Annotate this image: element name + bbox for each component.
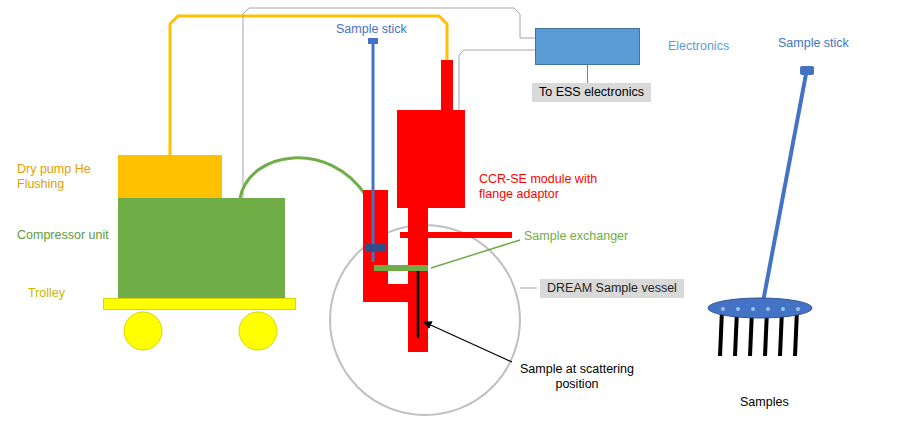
compressor-box: Compressor unit: [118, 198, 285, 298]
carrier-hole: [721, 307, 725, 311]
sample-rod: [720, 310, 722, 356]
dry-pump-box: Dry pump He Flushing: [118, 155, 222, 198]
node-label: Electronics: [668, 39, 758, 54]
carrier-hole: [751, 307, 755, 311]
node-label: To ESS electronics: [539, 85, 644, 100]
sample-rod: [795, 310, 797, 356]
helium-hose: [240, 158, 366, 198]
callout-box: DREAM Sample vessel: [540, 279, 684, 298]
trolley-bar: Trolley: [103, 298, 296, 310]
ccr-module: CCR-SE module with flange adaptor: [397, 110, 465, 208]
leader-line: [520, 287, 537, 289]
stick-cap: [800, 66, 814, 75]
carrier-hole: [796, 307, 800, 311]
sample-exchanger: [374, 265, 428, 271]
node-label: Dry pump He Flushing: [17, 162, 113, 192]
part-label: Sample stick: [336, 22, 407, 37]
part-label: Sample exchanger: [524, 229, 628, 244]
carrier-hole: [766, 307, 770, 311]
signal-cable: [587, 65, 588, 83]
carrier-hole: [781, 307, 785, 311]
signal-cable: [459, 50, 535, 110]
callout-box: To ESS electronics: [532, 83, 651, 102]
stick-cap: [368, 38, 378, 44]
node-label: Trolley: [28, 286, 98, 301]
flange-adaptor: [400, 232, 512, 238]
node-label: CCR-SE module with flange adaptor: [479, 172, 604, 202]
ccr-head: [441, 60, 453, 112]
part-label: Sample stick: [778, 36, 849, 51]
sample-stick: [763, 74, 806, 302]
leader-line: [431, 240, 520, 268]
leader-line: [424, 322, 512, 362]
stick-holder: [366, 244, 386, 252]
trolley-wheel: [124, 312, 162, 350]
carrier-hole: [736, 307, 740, 311]
node-label: DREAM Sample vessel: [547, 281, 677, 296]
ccr-cold-finger: [408, 206, 428, 352]
sample-stick: [372, 42, 375, 262]
sample-carrier: [708, 298, 812, 318]
trolley-wheel: [239, 312, 277, 350]
sample: [417, 271, 420, 338]
carrier-holes: [721, 307, 800, 311]
electronics-box: Electronics: [535, 28, 640, 65]
node-label: Compressor unit: [17, 228, 109, 243]
part-label: Samples: [740, 395, 789, 410]
signal-cable: [243, 8, 535, 198]
part-label: Sample at scattering position: [516, 362, 638, 392]
